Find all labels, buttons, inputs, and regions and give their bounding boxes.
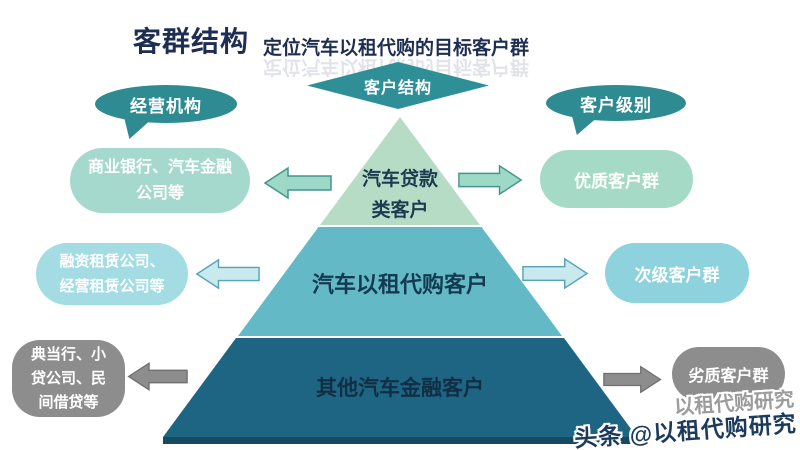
- pyramid-tier-middle: [238, 227, 562, 336]
- arrow-left-middle-icon: [195, 258, 260, 290]
- page-subtitle: 定位汽车以租代购的目标客户群: [263, 38, 530, 59]
- diamond-label: 客户结构: [363, 79, 432, 97]
- pyramid-tier-top: [320, 117, 480, 225]
- page-title: 客群结构: [133, 26, 250, 57]
- box-leasing-companies: 融资租赁公司、 经营租赁公司等: [36, 243, 188, 305]
- arrow-right-middle-icon: [522, 257, 589, 290]
- pyramid-chart: [163, 117, 637, 444]
- pyramid-base-shadow: [163, 437, 637, 444]
- pyramid-tier-middle-label: 汽车以租代购客户: [311, 272, 488, 297]
- box-commercial-banks: 商业银行、汽车金融 公司等: [70, 148, 250, 213]
- arrow-left-top-icon: [263, 166, 332, 200]
- bubble-operating-institutions: 经营机构: [95, 85, 237, 123]
- box-premium-customers: 优质客户群: [540, 150, 693, 208]
- pyramid-tier-bottom: [163, 338, 637, 437]
- arrow-right-top-icon: [458, 164, 523, 196]
- pyramid-tier-bottom-label: 其他汽车金融客户: [316, 377, 484, 400]
- arrow-left-bottom-icon: [127, 361, 188, 392]
- pyramid-tier-top-label: 汽车贷款 类客户: [361, 169, 438, 221]
- arrow-right-bottom-icon: [603, 365, 662, 394]
- box-pawn-loans: 典当行、小 贷公司、民 间借贷等: [12, 340, 125, 417]
- box-inferior-customers: 劣质客户群: [672, 347, 785, 401]
- box-subprime-customers: 次级客户群: [605, 243, 749, 303]
- bubble-customer-level: 客户级别: [546, 85, 686, 121]
